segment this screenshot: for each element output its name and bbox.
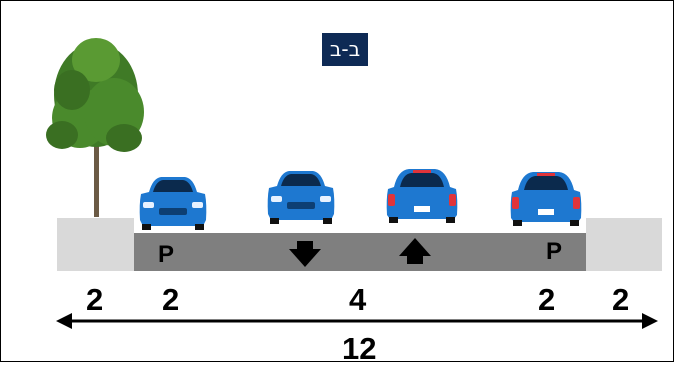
roadway <box>134 233 586 271</box>
width-parking-left: 2 <box>162 282 180 317</box>
sidewalk-left <box>57 218 134 271</box>
parking-label-right: P <box>546 238 563 265</box>
total-width-label: 12 <box>342 331 377 366</box>
tree-icon <box>46 38 144 217</box>
width-traffic-lanes: 4 <box>349 282 367 317</box>
width-sidewalk-left: 2 <box>86 282 104 317</box>
total-width-arrow <box>56 313 658 329</box>
sidewalk-right <box>586 218 662 271</box>
parking-label-left: P <box>158 241 175 268</box>
width-parking-right: 2 <box>538 282 556 317</box>
width-sidewalk-right: 2 <box>612 282 630 317</box>
section-label: ב-ב <box>322 33 368 66</box>
